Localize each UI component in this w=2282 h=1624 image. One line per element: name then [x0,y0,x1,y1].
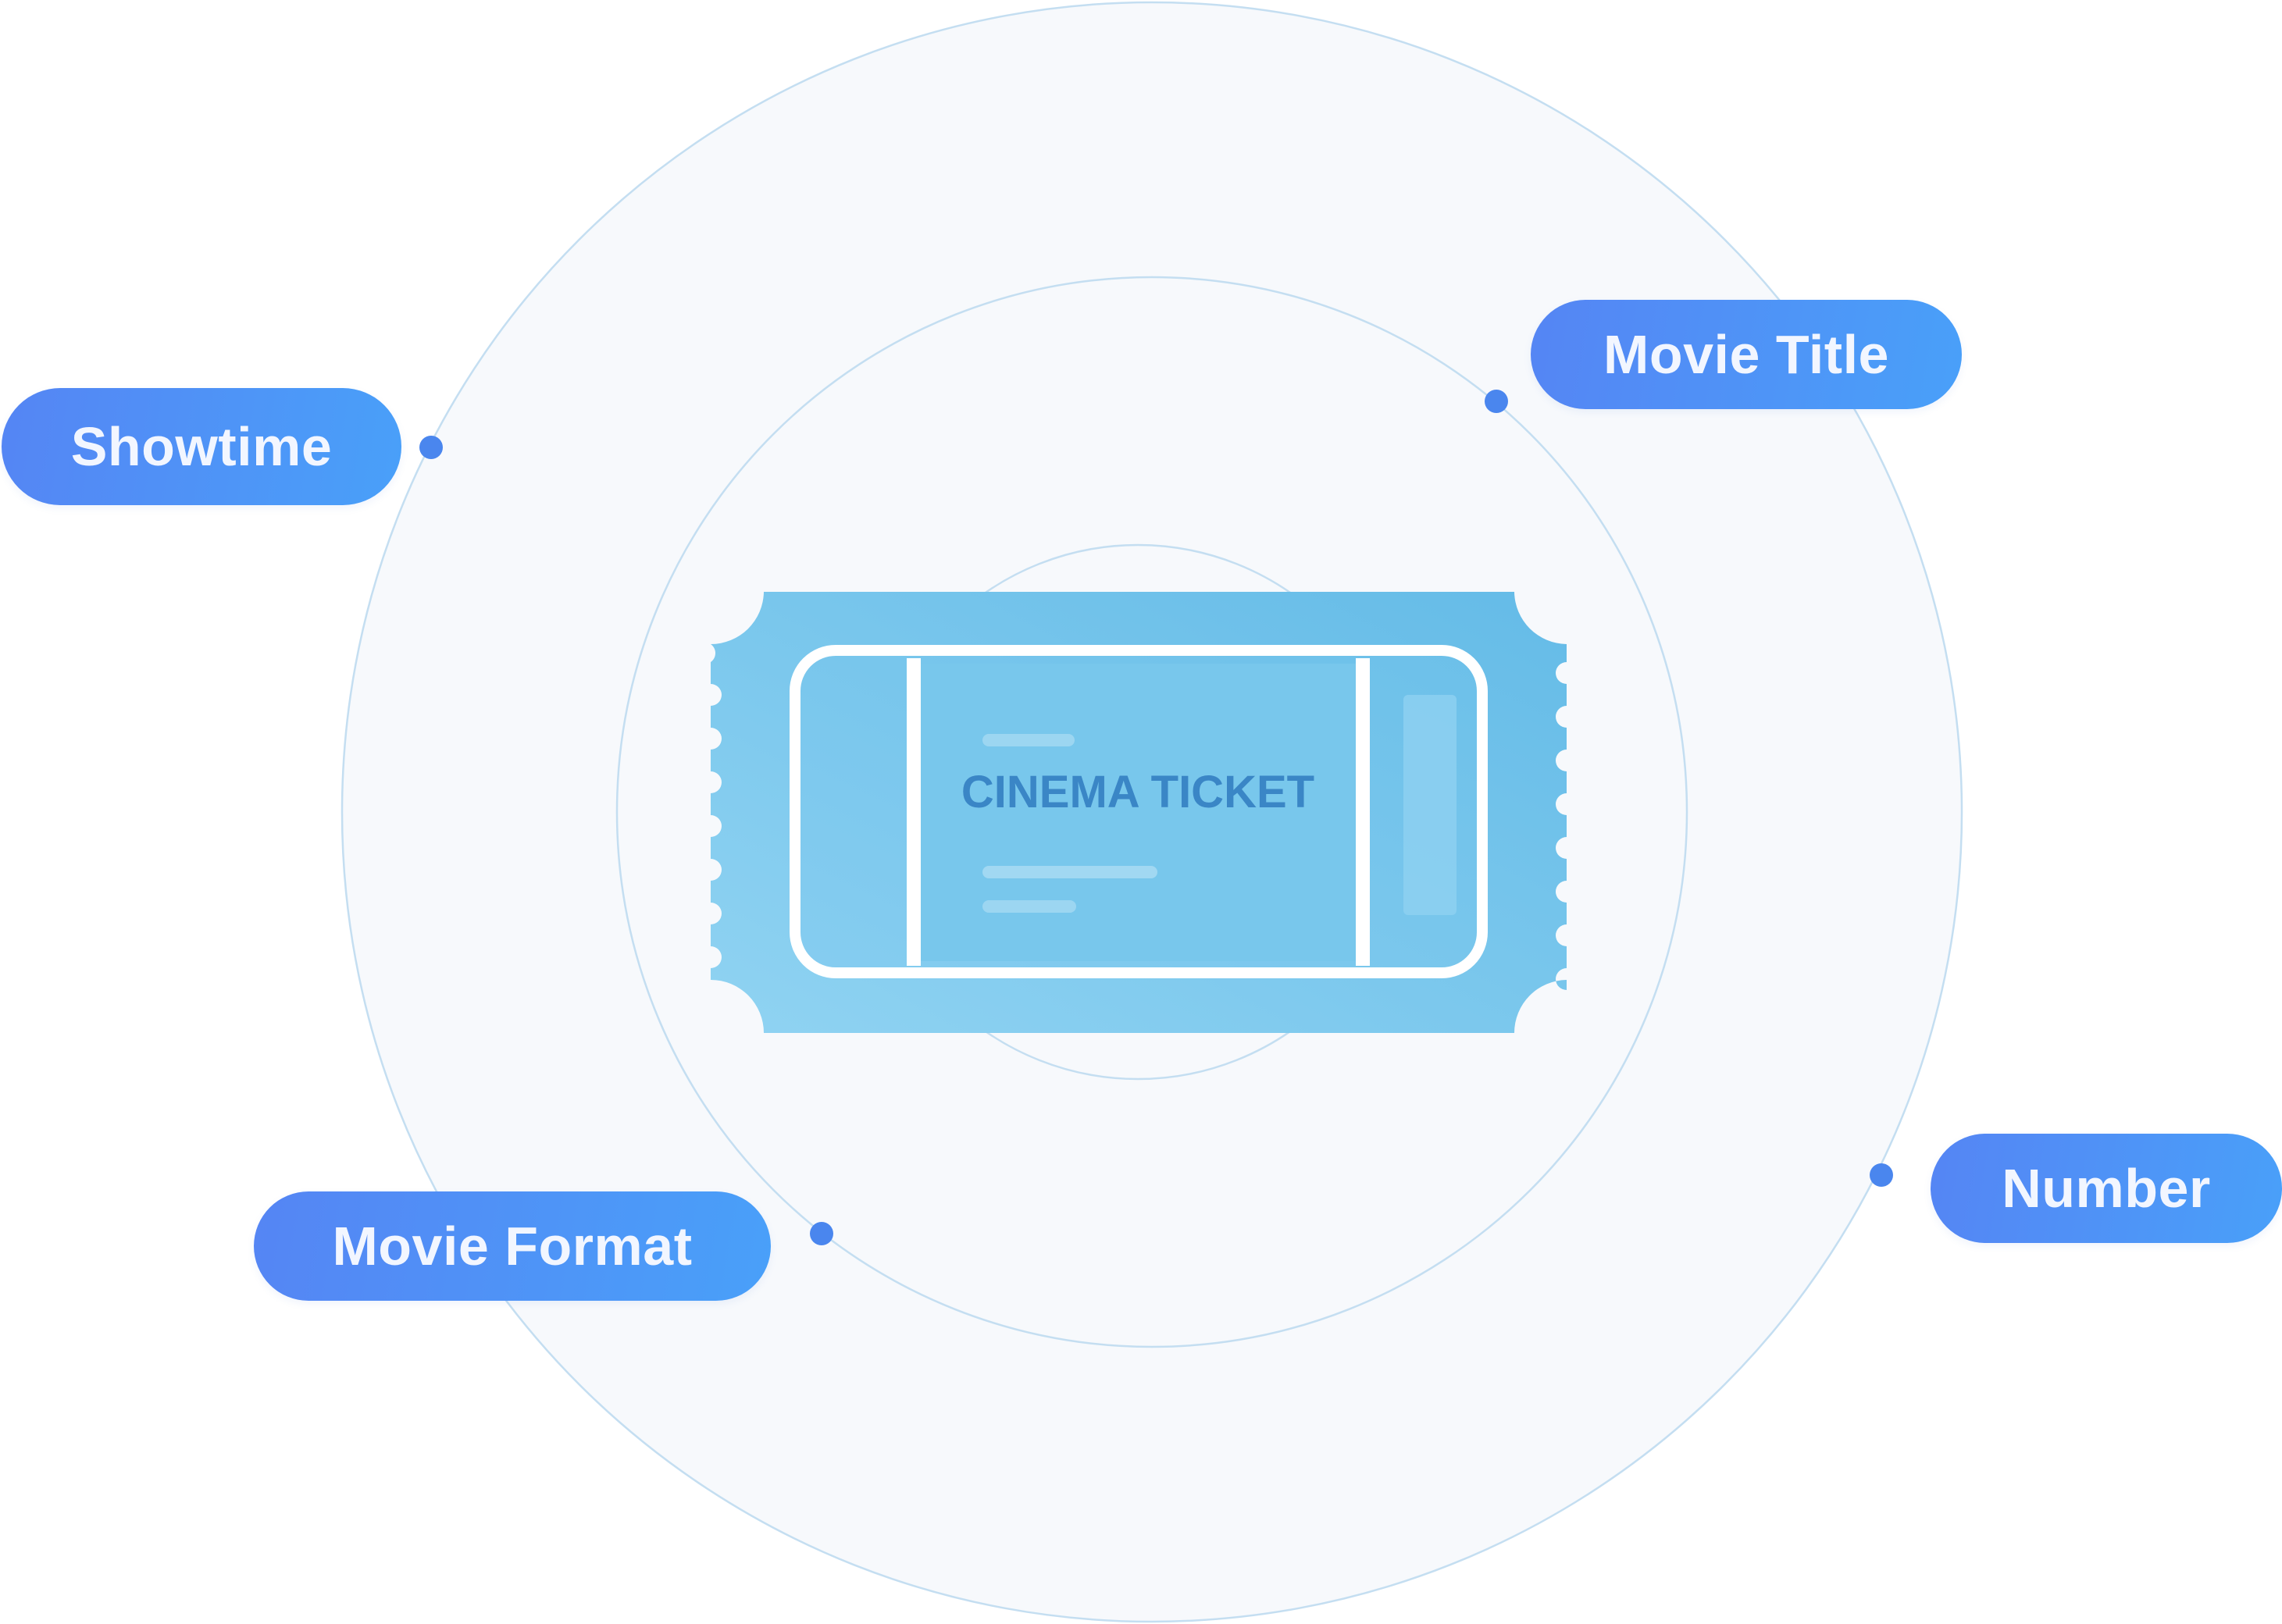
label-movie-format: Movie Format [254,1191,771,1301]
ticket-right-divider [1356,658,1370,966]
connector-dot-movie-format [810,1222,833,1245]
label-movie-title: Movie Title [1531,300,1962,409]
connector-dot-showtime [419,436,443,459]
connector-dot-number [1870,1163,1893,1187]
cinema-ticket-icon: CINEMA TICKET [711,592,1567,1033]
label-number-text: Number [2002,1158,2211,1219]
ticket-line-bottom [982,900,1076,913]
label-number: Number [1931,1134,2282,1243]
ticket-stub-panel [1403,695,1457,915]
ticket-line-mid [982,866,1157,878]
label-showtime: Showtime [2,388,401,505]
ticket-text: CINEMA TICKET [961,767,1314,817]
ticket-left-divider [907,658,921,966]
label-movie-format-text: Movie Format [332,1216,693,1277]
connector-dot-movie-title [1485,390,1508,413]
ticket-line-top [982,734,1075,746]
label-movie-title-text: Movie Title [1603,324,1889,385]
label-showtime-text: Showtime [70,416,333,477]
